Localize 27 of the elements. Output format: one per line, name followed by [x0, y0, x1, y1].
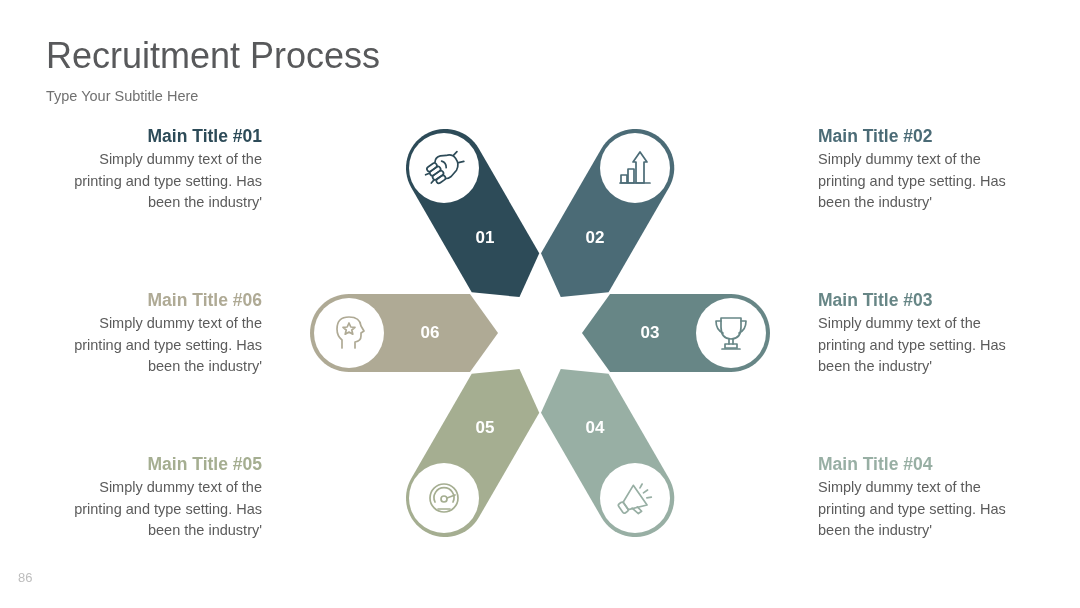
petal-shape [582, 294, 770, 372]
step-number: 06 [420, 323, 440, 343]
subtitle: Type Your Subtitle Here [46, 87, 199, 105]
step-title: Main Title #06 [147, 290, 262, 311]
petal-shape [405, 128, 539, 297]
step-description: Simply dummy text of the printing and type setting. Has been the industry' [73, 478, 262, 540]
petal-shape [310, 294, 498, 372]
step-description: Simply dummy text of the printing and type setting. Has been the industry' [818, 314, 1007, 376]
step-title: Main Title #03 [818, 290, 933, 311]
step-number: 01 [475, 227, 495, 248]
page-title: Recruitment Process [46, 36, 381, 76]
petal-shape [405, 369, 539, 538]
step-description: Simply dummy text of the printing and type setting. Has been the industry' [73, 150, 262, 212]
step-description: Simply dummy text of the printing and type setting. Has been the industry' [73, 314, 262, 376]
step-title: Main Title #05 [147, 454, 262, 475]
petal-shape [541, 128, 675, 297]
step-number: 02 [585, 227, 605, 248]
step-number: 04 [585, 418, 605, 439]
page-number: 86 [18, 570, 33, 586]
step-title: Main Title #01 [147, 126, 262, 147]
step-title: Main Title #04 [818, 454, 933, 475]
step-description: Simply dummy text of the printing and type setting. Has been the industry' [818, 150, 1007, 212]
step-number: 05 [475, 418, 495, 439]
step-number: 03 [640, 323, 660, 343]
step-description: Simply dummy text of the printing and type setting. Has been the industry' [818, 478, 1007, 540]
step-title: Main Title #02 [818, 126, 933, 147]
petal-shape [541, 369, 675, 538]
